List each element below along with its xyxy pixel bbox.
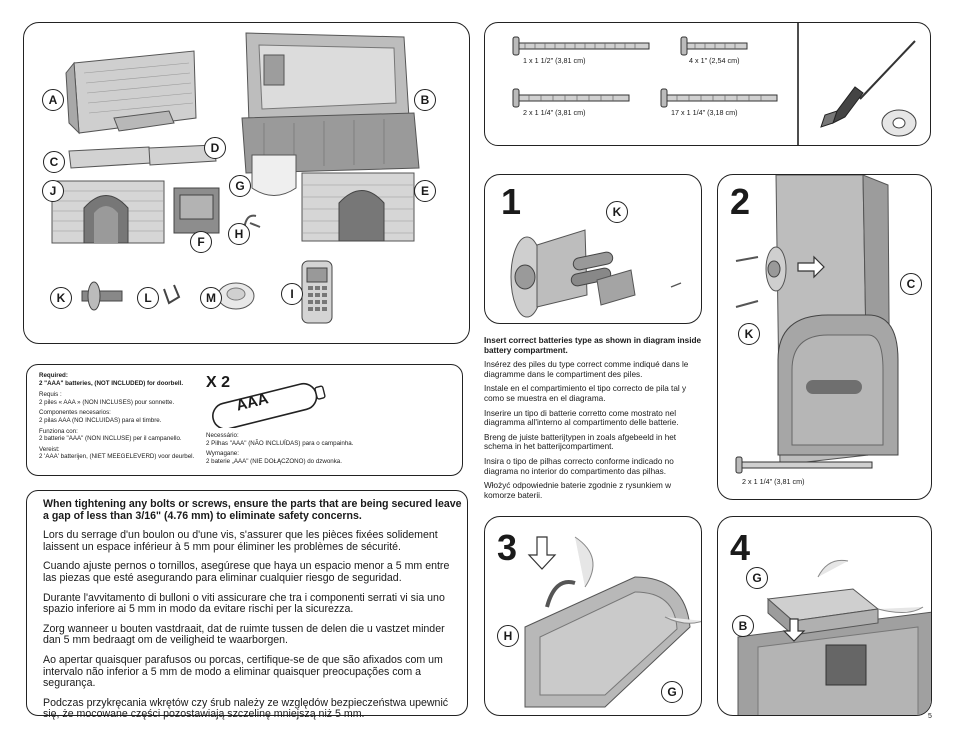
screw-icon bbox=[512, 88, 630, 108]
battery-qty: X 2 bbox=[206, 374, 231, 391]
part-a-roof bbox=[65, 50, 197, 135]
step3-panel: 3 H G bbox=[484, 516, 702, 716]
req-line: 2 Pilhas "AAA" (NÃO INCLUÍDAS) para o ca… bbox=[206, 439, 354, 447]
req-line: Necessário: bbox=[206, 432, 239, 439]
parts-illustration bbox=[51, 32, 420, 324]
hardware-illustration bbox=[512, 23, 917, 145]
label-e: E bbox=[414, 180, 436, 202]
label-c: C bbox=[43, 151, 65, 173]
label-k: K bbox=[50, 287, 72, 309]
step3-label-h: H bbox=[497, 625, 519, 647]
step3-illustration bbox=[524, 536, 701, 708]
label-h: H bbox=[228, 223, 250, 245]
part-i-phone bbox=[301, 260, 333, 324]
hardware-panel: 1 x 1 1/2" (3,81 cm) 4 x 1" (2,54 cm) 2 … bbox=[484, 22, 931, 146]
instruction-text: Insert correct batteries type as shown i… bbox=[484, 336, 702, 355]
requirements-right: Necessário: 2 Pilhas "AAA" (NÃO INCLUÍDA… bbox=[206, 432, 436, 465]
safety-para: Durante l'avvitamento di bulloni o viti … bbox=[43, 591, 445, 616]
instruction-text: Breng de juiste batterijtypen in zoals a… bbox=[484, 432, 677, 452]
req-line: Vereist: bbox=[39, 445, 60, 453]
part-b-base bbox=[241, 32, 420, 174]
instruction-text: Inserire un tipo di batterie corretto co… bbox=[484, 408, 679, 428]
safety-text: When tightening any bolts or screws, ens… bbox=[43, 498, 463, 729]
req-line: 2 baterie „AAA" (NIE DOŁĄCZONO) do dzwon… bbox=[206, 457, 342, 465]
req-line: 2 'AAA' batterijen, (NIET MEEGELEVERD) v… bbox=[39, 453, 195, 461]
label-g: G bbox=[229, 175, 251, 197]
screw-icon bbox=[735, 456, 873, 474]
step1-label-k: K bbox=[606, 201, 628, 223]
safety-para: Cuando ajuste pernos o tornillos, asegúr… bbox=[43, 560, 450, 584]
req-line: 2 piles « AAA » (NON INCLUSES) pour sonn… bbox=[39, 398, 175, 406]
label-b: B bbox=[414, 89, 436, 111]
part-l-clip bbox=[163, 284, 181, 305]
instruction-text: Insira o tipo de pilhas correcto conform… bbox=[484, 456, 674, 476]
label-d: D bbox=[204, 137, 226, 159]
label-a: A bbox=[42, 89, 64, 111]
battery-icon bbox=[212, 382, 326, 428]
instruction-text: Instale en el compartimiento el tipo cor… bbox=[484, 384, 687, 403]
safety-para: Podczas przykręcania wkrętów czy śrub na… bbox=[43, 696, 449, 721]
screw-caption: 4 x 1" (2,54 cm) bbox=[689, 56, 740, 65]
part-c-bar bbox=[68, 146, 152, 169]
screw-icon bbox=[660, 88, 778, 108]
part-g-housing bbox=[251, 154, 297, 196]
page-number: 5 bbox=[928, 713, 932, 720]
req-main: 2 "AAA" batteries, (NOT INCLUDED) for do… bbox=[39, 379, 184, 387]
req-line: Wymagane: bbox=[206, 450, 239, 458]
washer-icon bbox=[881, 109, 917, 137]
screw-caption: 2 x 1 1/4" (3,81 cm) bbox=[742, 477, 805, 486]
part-d-bar bbox=[148, 144, 217, 166]
step2-label-c: C bbox=[900, 273, 922, 295]
step3-label-g: G bbox=[661, 681, 683, 703]
part-m-button bbox=[217, 282, 255, 310]
step2-number: 2 bbox=[730, 181, 751, 222]
screw-caption: 2 x 1 1/4" (3,81 cm) bbox=[523, 108, 586, 117]
req-line: 2 pilas AAA (NO INCLUIDAS) para el timbr… bbox=[39, 416, 162, 424]
step1-instructions: Insert correct batteries type as shown i… bbox=[484, 336, 704, 505]
screwdriver-icon bbox=[820, 40, 916, 128]
part-j-wall bbox=[51, 180, 165, 244]
requirements-left: Required: 2 "AAA" batteries, (NOT INCLUD… bbox=[39, 372, 239, 464]
label-l: L bbox=[137, 287, 159, 309]
step4-label-g: G bbox=[746, 567, 768, 589]
req-line: Requis : bbox=[39, 391, 62, 399]
part-e-wall bbox=[301, 172, 415, 242]
step1-panel: 1 K bbox=[484, 174, 702, 324]
step4-number: 4 bbox=[730, 527, 751, 568]
step1-illustration bbox=[510, 229, 682, 318]
label-m: M bbox=[200, 287, 222, 309]
safety-para: When tightening any bolts or screws, ens… bbox=[43, 498, 462, 522]
safety-para: Lors du serrage d'un boulon ou d'une vis… bbox=[43, 529, 438, 553]
instruction-text: Insérez des piles du type correct comme … bbox=[484, 360, 689, 379]
instruction-text: Włożyć odpowiednie baterie zgodnie z rys… bbox=[484, 481, 672, 500]
screw-icon bbox=[680, 36, 748, 56]
step2-panel: 2 C K 2 x 1 1/4" (3,81 cm) bbox=[717, 174, 932, 500]
step2-label-k: K bbox=[738, 323, 760, 345]
req-title: Required: bbox=[39, 372, 68, 379]
step4-label-b: B bbox=[732, 615, 754, 637]
label-i: I bbox=[281, 283, 303, 305]
safety-panel bbox=[26, 490, 468, 716]
req-line: Componentes necesarios: bbox=[39, 409, 111, 417]
parts-panel: A B C D J G E F H K L M I bbox=[23, 22, 470, 344]
step2-illustration bbox=[735, 175, 899, 474]
part-k-speaker bbox=[81, 281, 123, 311]
screw-icon bbox=[512, 36, 650, 56]
safety-para: Ao apertar quaisquer parafusos ou porcas… bbox=[43, 653, 443, 690]
req-line: Funziona con: bbox=[39, 427, 78, 435]
step4-illustration bbox=[737, 559, 931, 715]
screw-caption: 1 x 1 1/2" (3,81 cm) bbox=[523, 56, 586, 65]
req-line: 2 batterie "AAA" (NON INCLUSE) per il ca… bbox=[39, 435, 182, 443]
label-j: J bbox=[42, 180, 64, 202]
label-f: F bbox=[190, 231, 212, 253]
safety-para: Zorg wanneer u bouten vastdraait, dat de… bbox=[43, 622, 445, 647]
part-f-window bbox=[173, 187, 220, 234]
step1-number: 1 bbox=[501, 181, 522, 222]
screw-caption: 17 x 1 1/4" (3,18 cm) bbox=[671, 108, 738, 117]
step4-panel: 4 G B bbox=[717, 516, 932, 716]
step3-number: 3 bbox=[497, 527, 518, 568]
